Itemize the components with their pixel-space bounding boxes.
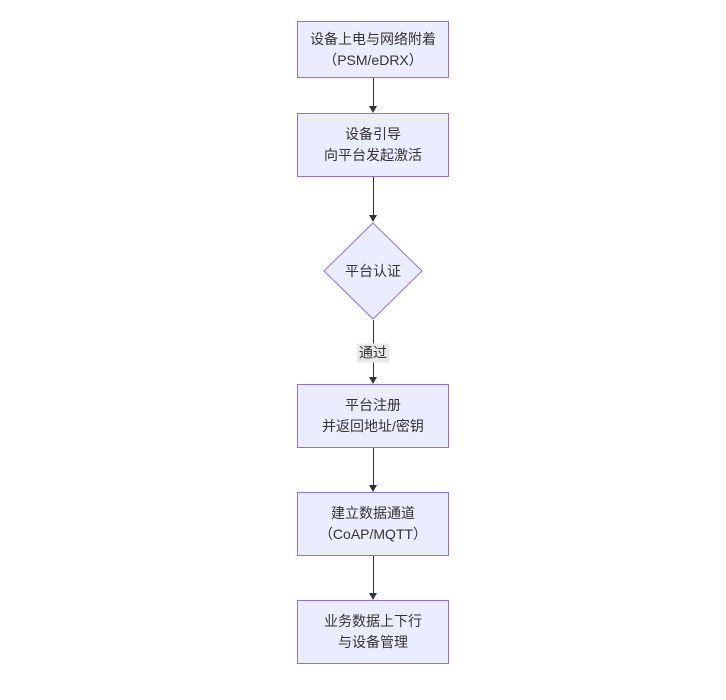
edge-label-pass: 通过	[357, 343, 389, 363]
node-business-data: 业务数据上下行 与设备管理	[297, 600, 449, 664]
node-platform-register: 平台注册 并返回地址/密钥	[297, 384, 449, 448]
node-text-line: 设备上电与网络附着	[310, 30, 436, 47]
arrow-shaft	[373, 556, 374, 594]
node-text-line: 设备引导	[345, 126, 401, 142]
node-text-line: 业务数据上下行	[324, 613, 422, 629]
arrow-bootstrap-to-auth	[369, 177, 378, 222]
arrow-shaft	[373, 177, 374, 216]
arrow-power-to-bootstrap	[369, 78, 378, 113]
diamond-shape	[323, 222, 423, 320]
arrowhead-down-icon	[369, 215, 377, 222]
node-text-line: 向平台发起激活	[324, 147, 422, 163]
node-bootstrap: 设备引导 向平台发起激活	[297, 113, 449, 177]
arrowhead-down-icon	[369, 106, 377, 113]
node-text-line: （PSM/eDRX）	[323, 51, 423, 68]
arrowhead-down-icon	[369, 593, 377, 600]
arrow-channel-to-business	[369, 556, 378, 600]
node-data-channel: 建立数据通道 （CoAP/MQTT）	[297, 492, 449, 556]
arrow-shaft	[373, 78, 374, 107]
node-text-line: 并返回地址/密钥	[322, 418, 424, 434]
arrowhead-down-icon	[369, 485, 377, 492]
node-text-line: 建立数据通道	[331, 505, 415, 521]
node-text-line: 平台注册	[345, 397, 401, 413]
node-power-attach: 设备上电与网络附着 （PSM/eDRX）	[297, 21, 449, 78]
arrow-shaft	[373, 448, 374, 486]
node-platform-auth: 平台认证	[323, 222, 423, 320]
arrow-register-to-channel	[369, 448, 378, 492]
arrowhead-down-icon	[369, 377, 377, 384]
node-text-line: （CoAP/MQTT）	[318, 526, 428, 542]
node-text-line: 与设备管理	[338, 634, 408, 650]
